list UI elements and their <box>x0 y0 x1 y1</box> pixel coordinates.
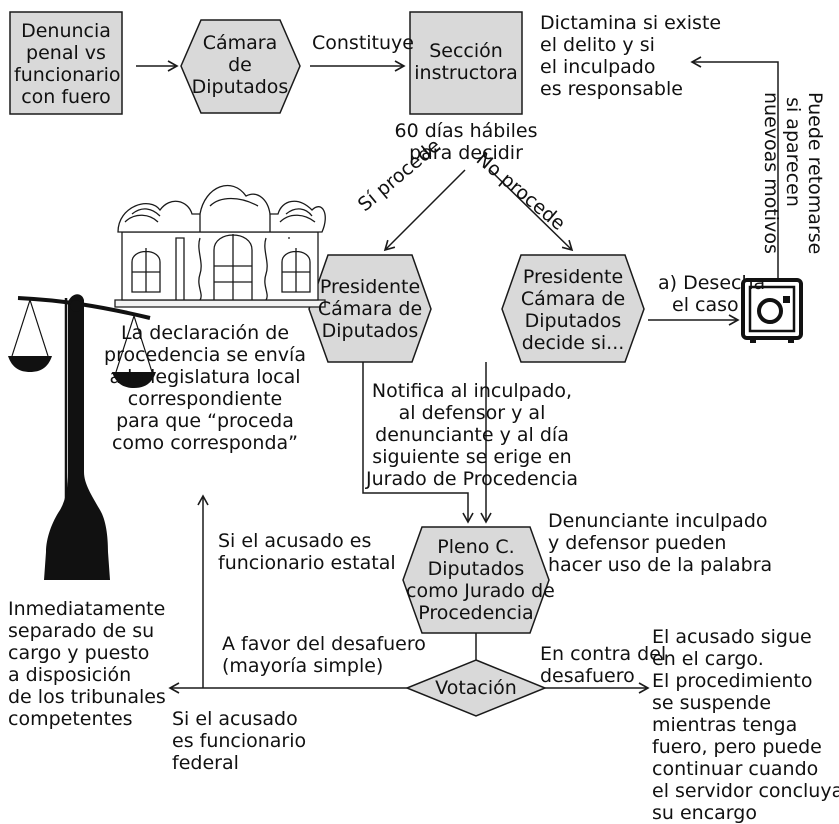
seccion-text: Sección instructora <box>414 40 518 84</box>
arrow-presidente-si-pleno <box>362 362 474 524</box>
presidente-si-text: Presidente Cámara de Diputados <box>317 276 423 342</box>
note-denunciante: Denunciante inculpado y defensor pueden … <box>548 510 773 576</box>
camara-text: Cámara de Diputados <box>191 32 289 98</box>
presidente-no-text: Presidente Cámara de Diputados decide si… <box>520 266 626 354</box>
label-estatal: Si el acusado es funcionario estatal <box>218 530 396 574</box>
arrow-retomarse <box>690 56 779 280</box>
seccion-box <box>409 11 523 115</box>
votacion-diamond <box>405 659 547 717</box>
note-dictamina: Dictamina si existe el delito y si el in… <box>540 12 722 100</box>
label-desecha: a) Desecha el caso <box>658 272 766 316</box>
connectors <box>136 56 779 694</box>
label-retomarse: Puede retomarse si aparecen nuevoas moti… <box>760 92 826 255</box>
arrow-si-procede <box>383 169 466 252</box>
arrow-no-procede <box>489 169 574 252</box>
building-icon <box>114 184 326 308</box>
label-constituye: Constituye <box>312 32 414 54</box>
note-sigue: El acusado sigue en el cargo. El procedi… <box>652 626 839 824</box>
label-federal: Si el acusado es funcionario federal <box>172 708 307 774</box>
pleno-text: Pleno C. Diputados como Jurado de Proced… <box>406 536 555 624</box>
label-en-contra: En contra del desafuero <box>540 643 667 687</box>
camara-hexagon <box>180 19 301 114</box>
note-dias: 60 días hábiles para decidir <box>394 120 538 164</box>
pleno-hexagon <box>402 526 550 634</box>
label-a-favor: A favor del desafuero (mayoría simple) <box>222 633 426 677</box>
note-inmediatamente: Inmediatamente separado de su cargo y pu… <box>8 598 166 730</box>
note-declaracion: La declaración de procedencia se envía a… <box>104 322 306 454</box>
presidente-no-hexagon <box>501 254 645 363</box>
note-notifica: Notifica al inculpado, al defensor y al … <box>366 380 579 490</box>
votacion-text: Votación <box>435 677 517 699</box>
scales-icon <box>8 294 156 580</box>
denuncia-box <box>9 11 123 115</box>
safe-icon <box>741 278 803 343</box>
denuncia-text: Denuncia penal vs funcionario con fuero <box>14 20 121 108</box>
presidente-si-hexagon <box>308 254 432 363</box>
